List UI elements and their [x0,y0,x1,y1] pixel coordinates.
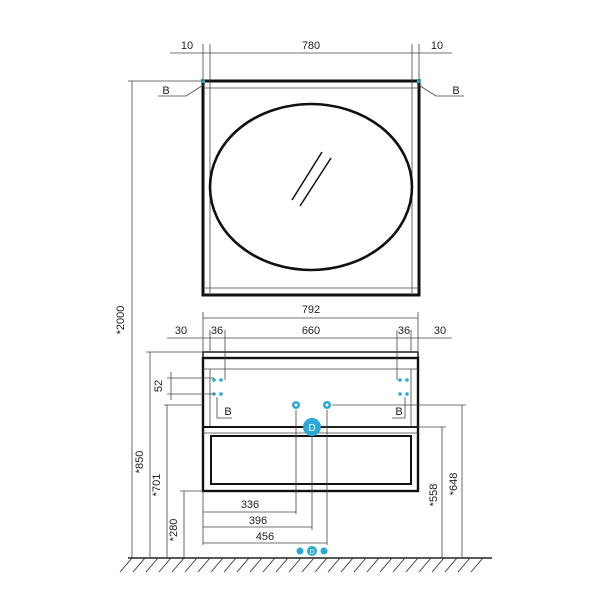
floor-markers: D [296,546,328,556]
cabinet-dim-30-left: 30 [175,325,187,337]
cabinet-top-dimensions: 792 30 36 660 36 30 [167,304,452,380]
floor-hatch-line [327,557,341,573]
dim-336-label: 336 [241,499,259,511]
dim-648-label: *648 [448,473,460,496]
glare-line-1 [291,151,323,201]
drain-marker-icon [303,418,321,436]
floor [119,557,492,573]
mirror-dim-left: 10 [181,40,193,52]
floor-connector-right-icon [320,547,328,555]
floor-drain-icon [307,546,317,556]
vanity-cabinet: D [201,351,420,493]
floor-hatch-line [132,557,146,573]
floor-hatch-line [249,557,263,573]
drain-marker-label: D [308,423,315,434]
dim-52: 52 [153,372,214,400]
mirror-callouts: B B [158,83,464,97]
height-dimensions-right: *648 *558 [322,404,466,558]
mirror-callout-right: B [452,85,459,97]
cabinet-callout-right: B [395,406,402,418]
cabinet-dim-36-left: 36 [211,325,223,337]
cabinet-dim-660: 660 [302,325,320,337]
floor-hatch-line [288,557,302,573]
floor-hatch-line [301,557,315,573]
floor-hatch-line [262,557,276,573]
dim-2000-label: *2000 [115,306,127,335]
dim-558-label: *558 [428,484,440,507]
mirror-dim-width: 780 [302,40,320,52]
floor-hatch-line [197,557,211,573]
floor-hatch-line [145,557,159,573]
cabinet-callouts: B B [216,397,406,419]
mirror-dim-right: 10 [431,40,443,52]
floor-hatch-line [444,557,458,573]
cabinet-dim-30-right: 30 [434,325,446,337]
floor-hatch-line [340,557,354,573]
floor-hatch-line [119,557,133,573]
bottom-dimensions: 336 396 456 [202,410,328,545]
round-mirror [208,102,414,272]
height-dimensions-left: *2000 *850 *701 *280 [115,80,203,558]
dim-396-label: 396 [249,515,267,527]
floor-hatch-line [470,557,484,573]
mirror-top-dimension: 10 780 10 [170,40,452,81]
dim-52-label: 52 [153,380,165,392]
floor-hatch-line [275,557,289,573]
floor-hatch-line [366,557,380,573]
glare-line-2 [299,157,332,207]
floor-hatch-line [353,557,367,573]
floor-hatch-line [236,557,250,573]
floor-hatch-line [405,557,419,573]
floor-hatch-line [431,557,445,573]
floor-hatch-line [184,557,198,573]
floor-hatch-line [379,557,393,573]
cabinet-dim-36-right: 36 [398,325,410,337]
floor-hatch-line [392,557,406,573]
floor-hatch-line [457,557,471,573]
floor-hatch-line [418,557,432,573]
floor-connector-left-icon [296,547,304,555]
floor-hatch-line [314,557,328,573]
mirror-callout-left: B [162,85,169,97]
floor-hatch-line [158,557,172,573]
floor-drain-label: D [309,549,314,556]
cabinet-callout-left: B [224,406,231,418]
floor-hatch-line [210,557,224,573]
mirror-frame [201,79,421,297]
floor-hatch-line [223,557,237,573]
mirror-assembly [201,79,421,297]
floor-hatch-line [171,557,185,573]
dim-701-label: *701 [151,474,163,497]
dim-850-label: *850 [134,451,146,474]
dim-456-label: 456 [256,531,274,543]
dim-280-label: *280 [168,519,180,542]
cabinet-dim-overall: 792 [302,304,320,316]
cabinet-drawer [210,435,412,485]
cabinet-body [201,356,420,493]
